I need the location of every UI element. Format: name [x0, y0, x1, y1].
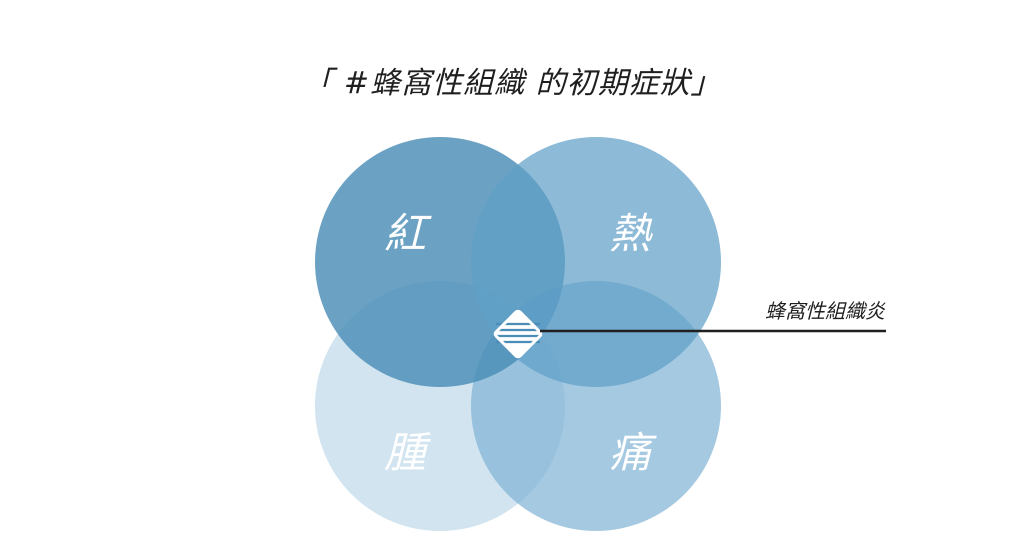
venn-label-pain: 痛	[609, 428, 657, 477]
intersection-marker	[493, 309, 543, 359]
venn-label-swelling: 腫	[384, 428, 431, 477]
venn-label-redness: 紅	[384, 209, 432, 258]
callout-label: 蜂窩性組織炎	[765, 299, 886, 323]
venn-label-heat: 熱	[609, 209, 653, 258]
page-title: 「 #蜂窩性組織 的初期症狀」	[302, 66, 722, 101]
